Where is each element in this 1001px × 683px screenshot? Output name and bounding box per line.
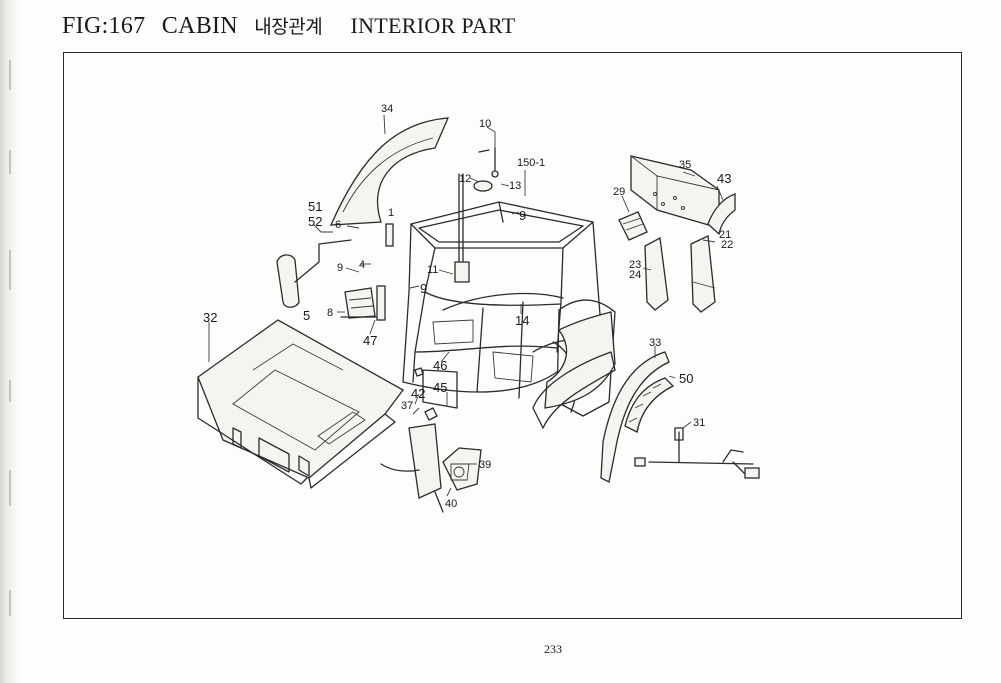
callout-37: 37 <box>401 400 413 412</box>
part-fender-liner <box>624 377 675 433</box>
callout-4: 4 <box>359 259 365 271</box>
part-wiring-harness <box>634 427 760 479</box>
callout-39: 39 <box>479 459 491 471</box>
part-pillar-trim-left <box>644 236 669 311</box>
callout-13: 13 <box>509 180 521 192</box>
part-pillar-trim-right <box>690 235 716 313</box>
english-title: INTERIOR PART <box>350 13 516 38</box>
callout-6: 6 <box>335 219 341 231</box>
part-bracket <box>618 211 648 241</box>
callout-14: 14 <box>515 313 529 328</box>
callout-35: 35 <box>679 159 691 171</box>
part-front-fender <box>600 351 670 483</box>
callout-42: 42 <box>411 386 425 401</box>
callout-5: 5 <box>303 308 310 323</box>
callout-150-1: 150-1 <box>517 157 545 169</box>
section-name: CABIN <box>161 13 238 39</box>
part-cabin-fender <box>532 311 616 429</box>
callout-21: 21 <box>719 229 731 241</box>
part-rear-panel <box>630 155 720 229</box>
part-roof-headliner <box>329 117 450 226</box>
callout-24: 24 <box>629 269 641 281</box>
callout-45: 45 <box>433 380 447 395</box>
callout-22: 22 <box>721 239 733 251</box>
exploded-parts-diagram: 34 10 150-1 12 13 9 35 43 29 21 22 23 24… <box>197 103 760 513</box>
figure-number: FIG:167 <box>62 13 146 39</box>
callout-12: 12 <box>459 173 471 185</box>
callout-50: 50 <box>679 371 693 386</box>
scan-binding-edge <box>0 0 22 683</box>
part-speaker-box <box>442 447 482 491</box>
part-mirror <box>276 239 352 308</box>
part-corner-trim <box>707 193 736 236</box>
callout-47: 47 <box>363 333 377 348</box>
part-lower-trim <box>380 367 444 513</box>
callout-31: 31 <box>693 417 705 429</box>
callout-1: 1 <box>388 207 394 219</box>
page-number: 233 <box>544 642 562 656</box>
callout-40: 40 <box>445 498 457 510</box>
callout-46: 46 <box>433 358 447 373</box>
callout-11: 11 <box>427 264 438 276</box>
callout-33: 33 <box>649 337 661 349</box>
callout-9-mid: 9 <box>420 281 427 296</box>
callout-29: 29 <box>613 186 625 198</box>
part-cabin-frame <box>402 201 616 417</box>
callout-34: 34 <box>381 103 393 115</box>
part-control-box <box>340 223 394 321</box>
figure-title: FIG:167 CABIN 내장관계 INTERIOR PART <box>62 12 515 44</box>
callout-23: 23 <box>629 259 641 271</box>
callout-51: 51 <box>308 199 322 214</box>
callout-52: 52 <box>308 214 322 229</box>
korean-title: 내장관계 <box>254 16 323 38</box>
callout-8: 8 <box>327 307 333 319</box>
callout-43: 43 <box>717 171 731 186</box>
callout-9-top: 9 <box>519 208 526 223</box>
leader-lines <box>208 114 724 497</box>
part-floor-panel <box>197 319 404 489</box>
callout-labels: 34 10 150-1 12 13 9 35 43 29 21 22 23 24… <box>203 103 733 510</box>
part-roof-light <box>454 147 499 283</box>
diagram-frame <box>63 52 962 619</box>
callout-32: 32 <box>203 310 217 325</box>
callout-10: 10 <box>479 118 491 130</box>
callout-9-left: 9 <box>337 262 343 274</box>
